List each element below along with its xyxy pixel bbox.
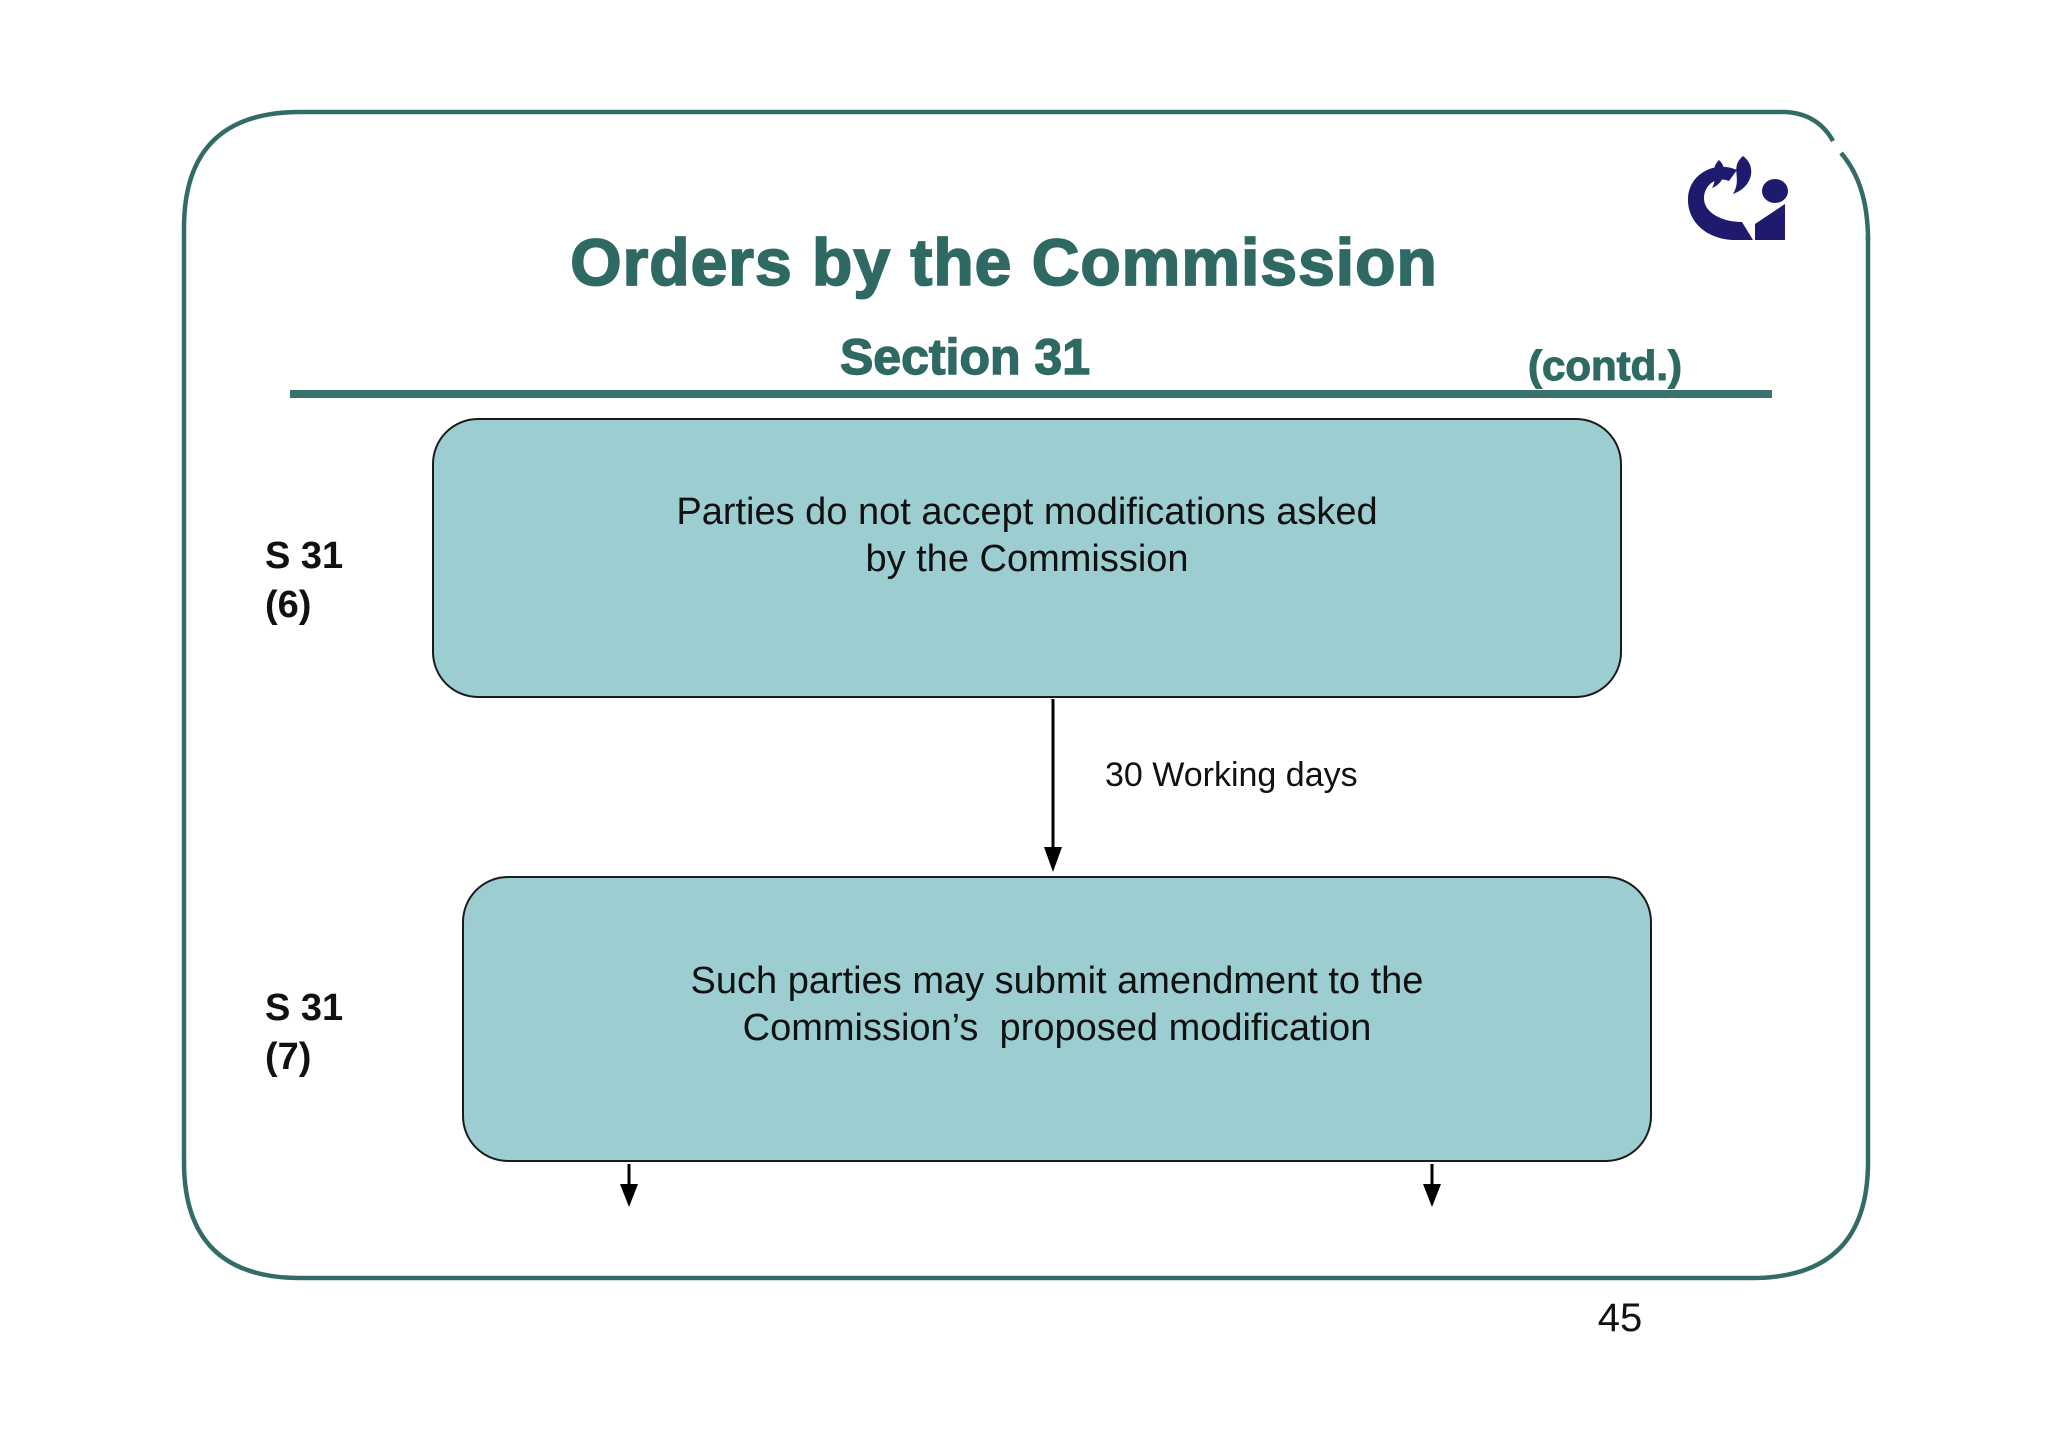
flow-box-step1: Parties do not accept modifications aske…: [432, 418, 1622, 698]
outcome-arrow-right: [1423, 1164, 1441, 1207]
frame-path: [181, 109, 1871, 1281]
flow-box-step2-text: Such parties may submit amendment to the…: [690, 960, 1424, 1049]
cci-logo-icon: [1687, 156, 1788, 240]
page-title: Orders by the Commission: [569, 224, 1438, 300]
logo-swoosh: [1687, 166, 1753, 240]
flow-box-step2: Such parties may submit amendment to the…: [462, 876, 1652, 1162]
frame-corner-stroke: [1839, 151, 1871, 241]
page-number: 45: [1597, 1296, 1643, 1340]
section-label-s31-7: S 31 (7): [265, 987, 344, 1078]
logo-wedge: [1755, 204, 1785, 240]
continuation-label: (contd.): [1527, 341, 1682, 389]
outcome-arrow-left: [620, 1164, 638, 1207]
flow-box-step1-text: Parties do not accept modifications aske…: [676, 491, 1378, 580]
connector-arrow-label: 30 Working days: [1105, 756, 1358, 794]
connector-arrow: [1044, 699, 1062, 872]
logo-flame-large: [1733, 156, 1752, 194]
title-divider: [290, 390, 1772, 398]
page-subtitle: Section 31: [839, 328, 1091, 385]
section-label-s31-6: S 31 (6): [265, 535, 344, 626]
logo-dot: [1762, 179, 1788, 203]
logo-flame-small: [1712, 160, 1725, 188]
